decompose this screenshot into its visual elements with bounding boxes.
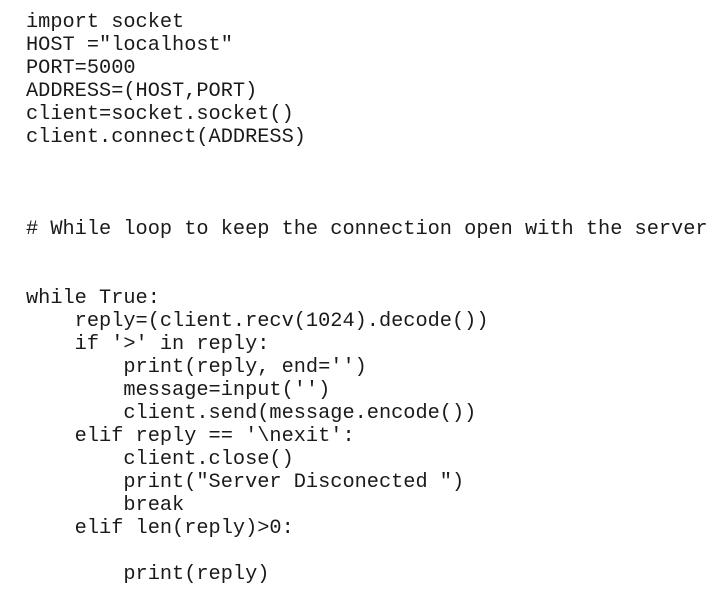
code-line	[26, 195, 708, 218]
code-line: client.send(message.encode())	[26, 402, 477, 425]
code-line: while True:	[26, 287, 160, 310]
code-line	[26, 241, 708, 264]
code-line	[26, 149, 708, 172]
code-line: client=socket.socket()	[26, 103, 294, 126]
code-comment-line: # While loop to keep the connection open…	[26, 218, 708, 241]
code-line: elif reply == '\nexit':	[26, 425, 355, 448]
code-line: import socket	[26, 11, 185, 34]
code-line	[26, 540, 708, 563]
code-line: elif len(reply)>0:	[26, 517, 294, 540]
code-line	[26, 264, 708, 287]
code-line: if '>' in reply:	[26, 333, 270, 356]
code-line: HOST ="localhost"	[26, 34, 233, 57]
code-line: break	[26, 494, 185, 517]
code-line: print(reply)	[26, 563, 270, 586]
code-line: client.close()	[26, 448, 294, 471]
code-line: client.connect(ADDRESS)	[26, 126, 306, 149]
code-line: message=input('')	[26, 379, 331, 402]
code-line: reply=(client.recv(1024).decode())	[26, 310, 489, 333]
code-line: print(reply, end='')	[26, 356, 367, 379]
code-line	[26, 172, 708, 195]
code-line: print("Server Disconected ")	[26, 471, 465, 494]
code-line: ADDRESS=(HOST,PORT)	[26, 80, 258, 103]
code-line: PORT=5000	[26, 57, 136, 80]
